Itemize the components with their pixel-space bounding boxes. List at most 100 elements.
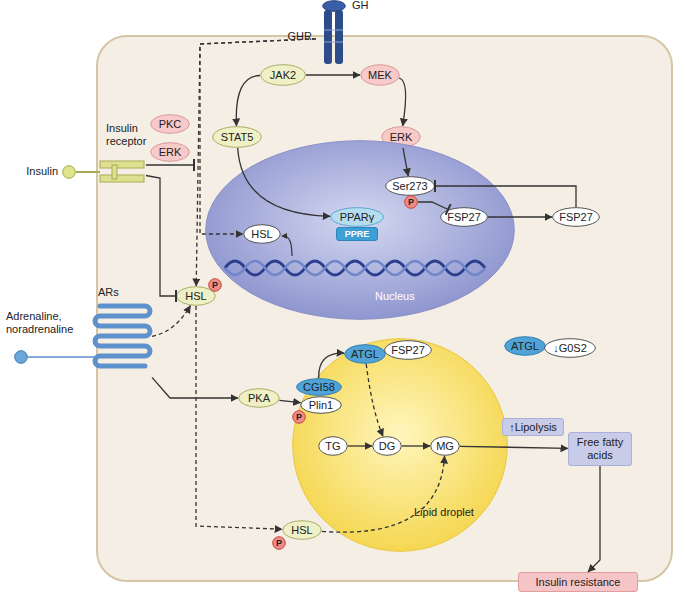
node-label: PPRE bbox=[337, 228, 377, 240]
node-label: ERK bbox=[150, 142, 190, 162]
protein-oval: MG bbox=[430, 436, 460, 456]
node-outline bbox=[213, 127, 262, 148]
node-outline bbox=[386, 177, 435, 196]
protein-oval: GH bbox=[322, 0, 346, 12]
label-box: PPRE bbox=[336, 227, 378, 241]
gh-receptor bbox=[324, 10, 343, 64]
arrow-connector bbox=[196, 39, 316, 286]
arrow-connector bbox=[306, 74, 360, 75]
protein-oval: Ser273 bbox=[385, 176, 435, 196]
arrow-connector bbox=[322, 456, 445, 532]
ligand-stick bbox=[28, 356, 95, 358]
node-label: P bbox=[208, 278, 222, 292]
node-outline bbox=[361, 65, 400, 86]
dna-strand bbox=[225, 261, 485, 275]
label-box: Insulin resistance bbox=[518, 572, 638, 592]
node-label: ERK bbox=[381, 126, 421, 148]
arrow-connector bbox=[238, 148, 330, 216]
node-outline bbox=[373, 437, 402, 456]
lipid-droplet: Lipid droplet CGI58Plin1P TG DG MG bbox=[292, 338, 508, 552]
node-outline bbox=[505, 337, 546, 356]
inhibition-connector bbox=[418, 202, 448, 210]
receptor-region: GHR bbox=[316, 14, 350, 62]
protein-oval: ↓G0S2 bbox=[544, 338, 596, 358]
protein-oval: P bbox=[272, 536, 286, 550]
node-label: HSL bbox=[176, 286, 216, 306]
arrow-connector bbox=[399, 78, 406, 126]
protein-oval: FSP27 bbox=[552, 207, 600, 227]
cell-membrane bbox=[97, 36, 672, 581]
protein-oval: ERK bbox=[150, 142, 190, 162]
node-outline bbox=[62, 165, 76, 179]
node-outline bbox=[385, 341, 432, 360]
node-outline bbox=[431, 437, 460, 456]
node-outline bbox=[405, 196, 418, 209]
nucleus-ellipse: NucleusSer273PPPARγPPREHSLFSP27 bbox=[205, 140, 515, 320]
node-outline bbox=[293, 411, 306, 424]
arrow-connector bbox=[488, 216, 552, 217]
node-outline bbox=[177, 287, 216, 306]
node-label: PKA bbox=[238, 388, 280, 408]
arrow-connector bbox=[152, 306, 190, 337]
node-outline bbox=[15, 351, 28, 364]
protein-oval: HSL bbox=[176, 286, 216, 306]
protein-oval: FSP27 bbox=[440, 207, 488, 227]
node-outline bbox=[301, 397, 342, 414]
protein-oval: PKA bbox=[238, 388, 280, 408]
node-label: DG bbox=[372, 436, 402, 456]
node-label: PKC bbox=[150, 114, 190, 134]
arrow-connector bbox=[279, 400, 300, 402]
node-label: Plin1 bbox=[300, 396, 342, 414]
node-label: MEK bbox=[360, 64, 400, 86]
node-outline bbox=[553, 208, 600, 227]
protein-oval: P bbox=[292, 410, 306, 424]
protein-oval: PKC bbox=[150, 114, 190, 134]
arrow-connector bbox=[402, 445, 430, 446]
node-label: ATGL bbox=[504, 336, 546, 356]
node-label: P bbox=[404, 195, 418, 209]
node-label: MG bbox=[430, 436, 460, 456]
node-label: Insulin bbox=[12, 165, 58, 178]
node-label: CGI58 bbox=[296, 378, 342, 396]
label-box: ↑Lipolysis bbox=[502, 418, 564, 436]
node-outline bbox=[151, 143, 190, 162]
node-label: HSL bbox=[282, 520, 322, 540]
node-label: FSP27 bbox=[552, 207, 600, 227]
node-label: FSP27 bbox=[384, 340, 432, 360]
node-outline bbox=[206, 141, 515, 320]
arrow-connector bbox=[460, 446, 568, 448]
node-outline bbox=[63, 166, 76, 179]
node-outline bbox=[293, 339, 508, 552]
protein-oval: Plin1 bbox=[300, 396, 342, 414]
arrow-connector bbox=[200, 39, 316, 234]
protein-oval: FSP27 bbox=[384, 340, 432, 360]
node-label: Insulin resistance bbox=[519, 573, 637, 591]
node-label: STAT5 bbox=[212, 126, 262, 148]
node-label: TG bbox=[318, 436, 348, 456]
receptor-region: Insulin receptor bbox=[96, 156, 146, 186]
node-outline bbox=[244, 225, 281, 244]
arrow-connector bbox=[588, 466, 600, 572]
protein-oval: ATGL bbox=[344, 344, 386, 364]
protein-oval: PPARγ bbox=[330, 207, 384, 227]
node-label: Lipid droplet bbox=[414, 506, 494, 519]
protein-oval: HSL bbox=[243, 224, 281, 244]
gpcr-symbol bbox=[95, 306, 150, 366]
protein-oval: Adrenaline, noradrenaline bbox=[14, 350, 28, 364]
protein-oval: Insulin bbox=[62, 165, 76, 179]
gene-arrow bbox=[284, 236, 292, 256]
inhibition-connector bbox=[435, 186, 576, 207]
node-outline bbox=[209, 279, 222, 292]
node-label: HSL bbox=[243, 224, 281, 244]
arrow-connector bbox=[152, 377, 238, 398]
protein-oval: CGI58 bbox=[296, 378, 342, 396]
protein-oval: JAK2 bbox=[260, 64, 306, 86]
node-outline bbox=[151, 115, 190, 134]
protein-oval: HSL bbox=[282, 520, 322, 540]
node-outline bbox=[322, 0, 346, 12]
node-label: P bbox=[292, 410, 306, 424]
node-outline bbox=[283, 521, 322, 540]
node-label: ↑Lipolysis bbox=[503, 419, 563, 435]
dna-strand bbox=[225, 261, 485, 275]
arrow-connector bbox=[348, 445, 372, 446]
